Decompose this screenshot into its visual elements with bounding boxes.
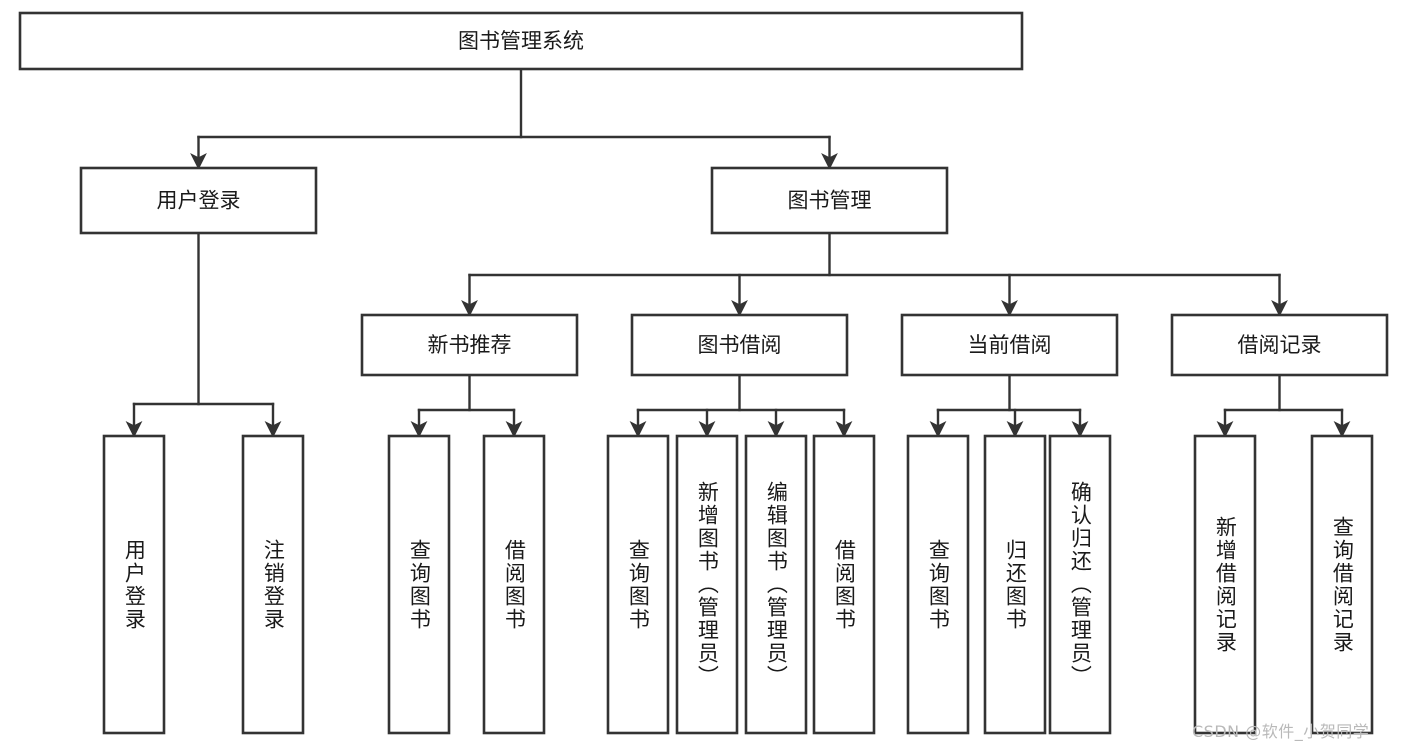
node-box-leaf-add-book xyxy=(675,434,739,735)
node-label-book-borrow: 图书借阅 xyxy=(698,333,782,357)
node-box-book-borrow xyxy=(630,313,849,377)
node-label-root: 图书管理系统 xyxy=(458,29,584,53)
node-box-borrow-record xyxy=(1170,313,1389,377)
node-box-current-borrow xyxy=(900,313,1119,377)
node-box-leaf-borrow-book-1 xyxy=(482,434,546,735)
node-box-leaf-query-record xyxy=(1310,434,1374,735)
node-box-user-login xyxy=(79,166,318,235)
node-box-leaf-confirm-return xyxy=(1048,434,1112,735)
node-box-leaf-query-book-1 xyxy=(387,434,451,735)
connector-layer xyxy=(125,67,1351,438)
node-box-leaf-query-book-3 xyxy=(906,434,970,735)
node-box-root xyxy=(18,11,1024,71)
node-box-leaf-add-record xyxy=(1193,434,1257,735)
node-box-leaf-user-login xyxy=(102,434,166,735)
csdn-watermark: CSDN @软件_小贺同学 xyxy=(1192,722,1370,741)
node-box-leaf-borrow-book-2 xyxy=(812,434,876,735)
node-label-new-book-recommend: 新书推荐 xyxy=(428,333,512,357)
node-label-user-login: 用户登录 xyxy=(157,189,241,213)
node-label-current-borrow: 当前借阅 xyxy=(968,333,1052,357)
node-box-book-manage xyxy=(710,166,949,235)
node-label-borrow-record: 借阅记录 xyxy=(1238,333,1322,357)
node-box-leaf-edit-book xyxy=(744,434,808,735)
node-label-book-manage: 图书管理 xyxy=(788,189,872,213)
node-box-leaf-query-book-2 xyxy=(606,434,670,735)
node-box-leaf-logout-login xyxy=(241,434,305,735)
node-box-leaf-return-book xyxy=(983,434,1047,735)
node-box-new-book-recommend xyxy=(360,313,579,377)
